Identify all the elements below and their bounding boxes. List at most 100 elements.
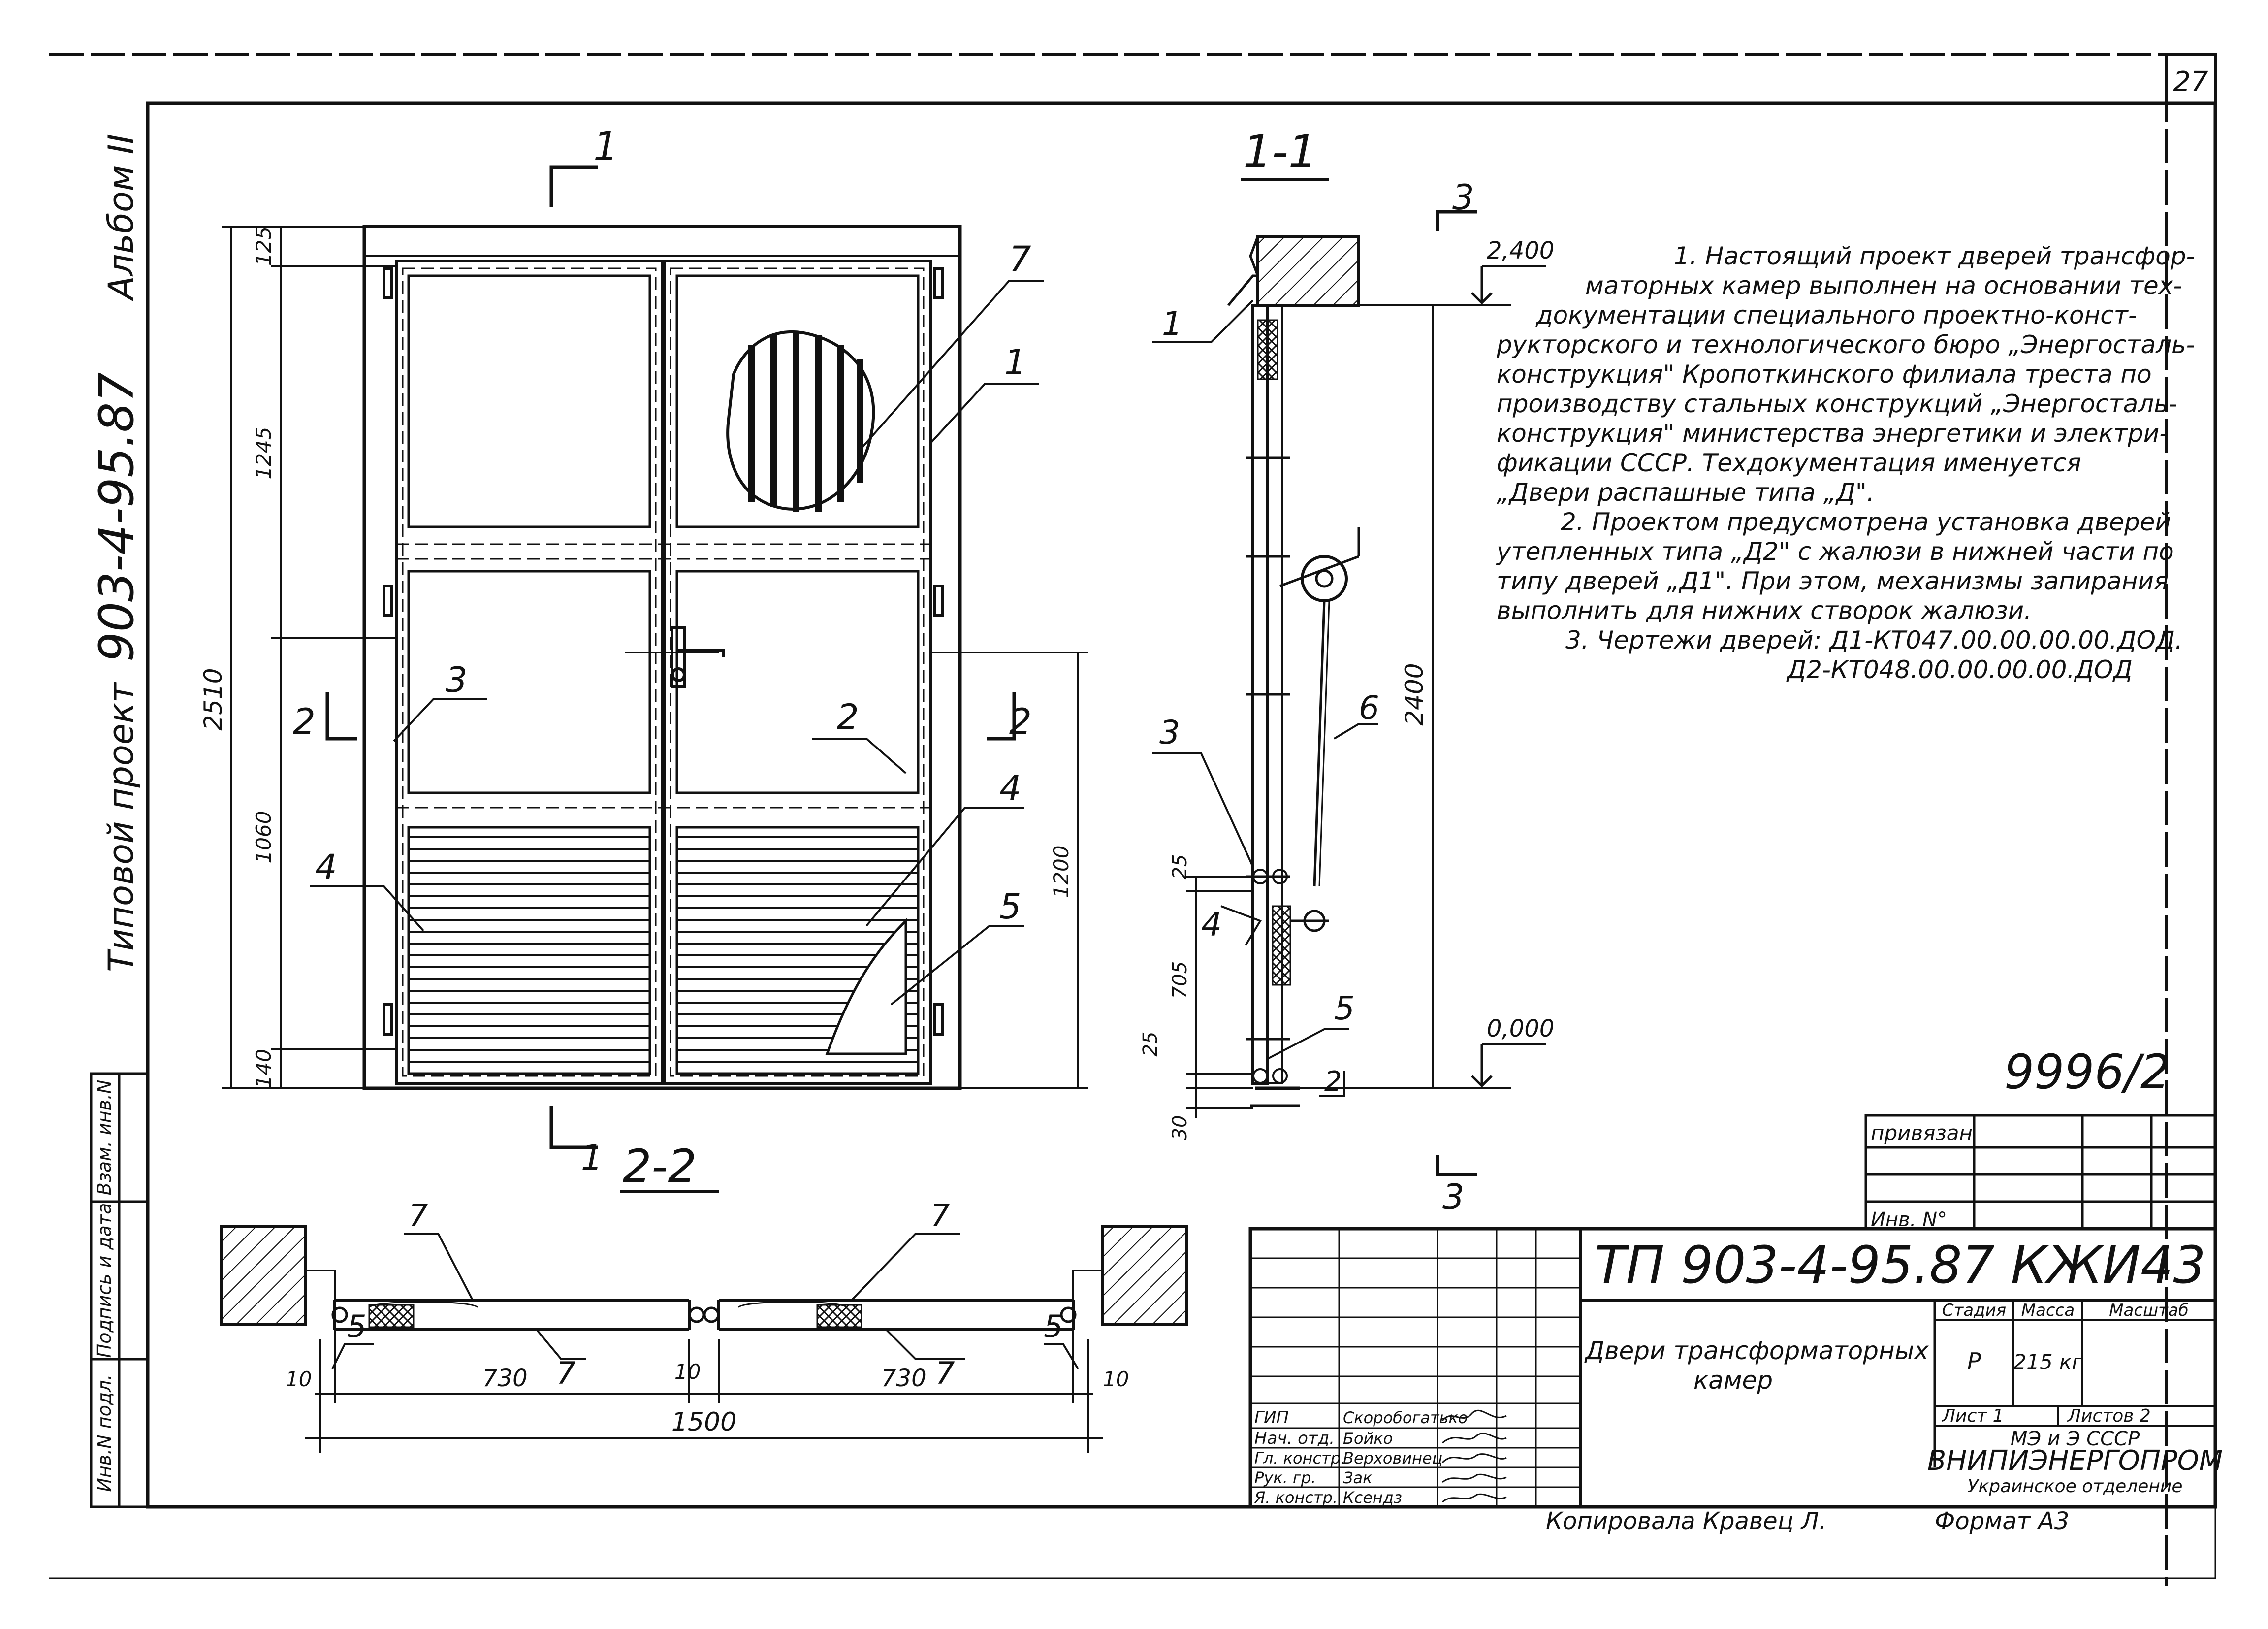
dim-upper: 1245 [252,427,276,480]
title-org3: Украинское отделение [1968,1476,2183,1497]
section-2-2-title: 2-2 [623,1140,697,1193]
callout-1: 1 [1004,342,1026,383]
title-sheets: Листов 2 [2067,1406,2151,1426]
title-name-line1: Двери трансформаторных [1584,1336,1929,1365]
plan-callout-5-left: 5 [347,1308,366,1344]
title-stage: Р [1967,1348,1981,1374]
note-1-line-1: 1. Настоящий проект дверей трансфор- [1674,242,2195,270]
elevation-dimensions [222,226,1088,1089]
note-1-line-8: фикации СССР. Техдокументация именуется [1497,449,2081,477]
cut-2-right: 2 [1009,701,1032,742]
callout-2: 2 [837,697,859,737]
callout-7: 7 [1009,239,1031,279]
dim-top: 125 [252,227,276,266]
title-code: ТП 903-4-95.87 КЖИ43 [1595,1235,2205,1295]
note-3-line-1: 3. Чертежи дверей: Д1-КТ047.00.00.00.00.… [1565,626,2183,654]
stamp-podpis: Подпись и дата [94,1203,115,1358]
dim-middle: 1060 [252,811,276,864]
stamp-vzam: Взам. инв.N [94,1080,115,1196]
section-1-1-title: 1-1 [1243,126,1317,178]
title-header-scale: Масштаб [2109,1301,2189,1320]
section-callout-6: 6 [1359,689,1379,727]
note-1-line-9: „Двери распашные типа „Д". [1497,478,1875,507]
cut-3-top: 3 [1452,177,1474,218]
side-project-label: Типовой проект [101,682,141,972]
stamp-inv-podl: Инв.N подл. [94,1374,115,1492]
note-1-line-7: конструкция" министерства энергетики и э… [1497,419,2169,448]
section-cut-2: 2 [1324,1066,1342,1098]
dim-bottom: 140 [252,1049,276,1088]
plan-dim-10c: 10 [1103,1367,1129,1391]
binding-privyazan: привязан [1871,1121,1973,1145]
section-1-1-drawing [1186,235,1546,1118]
section-dim-30: 30 [1169,1115,1191,1140]
section-callout-1: 1 [1162,305,1182,343]
plan-callout-7-a: 7 [409,1198,428,1234]
callout-5: 5 [999,886,1022,927]
handwritten-signatures [1441,1409,1507,1503]
level-top: 2,400 [1487,237,1554,264]
sheet-frame [49,53,2217,1586]
svg-text:Ксендз: Ксендз [1343,1488,1402,1507]
side-project-code: 903-4-95.87 [89,372,144,662]
note-1-line-5: конструкция" Кропоткинского филиала трес… [1497,360,2152,389]
level-zero: 0,000 [1487,1015,1554,1043]
callout-3: 3 [446,660,468,700]
elevation-leaders [310,280,1044,1006]
cut-2-left: 2 [293,701,316,742]
section-callout-4: 4 [1201,906,1222,944]
section-dim-25a: 25 [1169,854,1191,880]
note-3-line-2: Д2-КТ048.00.00.00.00.ДОД [1787,655,2133,684]
section-dim-705: 705 [1169,961,1191,999]
section-marks [325,165,1477,1176]
plan-leaders [331,1233,1079,1370]
note-1-line-4: рукторского и технологического бюро „Эне… [1497,330,2195,359]
title-header-mass: Масса [2021,1301,2075,1320]
sheet-format: Формат А3 [1935,1507,2069,1535]
note-2-line-4: выполнить для нижних створок жалюзи. [1497,596,2032,625]
title-name-line2: камер [1693,1366,1773,1395]
svg-text:Рук. гр.: Рук. гр. [1254,1468,1316,1487]
title-org1: МЭ и Э СССР [2011,1428,2140,1450]
note-1-line-3: документации специального проектно-конст… [1536,301,2137,329]
door-handle [625,626,725,688]
note-2-line-3: типу дверей „Д1". При этом, механизмы за… [1497,567,2169,595]
plan-drawing [220,1225,1188,1453]
plan-dim-10a: 10 [286,1367,312,1391]
section-callout-3: 3 [1159,714,1180,751]
section-leaders [1152,299,1378,1097]
plan-callout-5-right: 5 [1044,1308,1063,1344]
door-elevation [362,225,962,1090]
svg-text:ГИП: ГИП [1254,1408,1289,1428]
copied-by: Копировала Кравец Л. [1546,1507,1826,1535]
section-dim-height: 2400 [1400,663,1429,725]
section-callout-5: 5 [1334,989,1355,1027]
title-sheet: Лист 1 [1941,1406,2004,1426]
signature-names: Скоробогатько Бойко Верховинец Зак Ксенд… [1343,1408,1468,1507]
callout-4-right: 4 [999,768,1022,809]
plan-callout-7-b: 7 [556,1355,575,1391]
note-2-line-2: утепленных типа „Д2" с жалюзи в нижней ч… [1497,537,2174,566]
general-notes: 1. Настоящий проект дверей трансфор- мат… [1497,241,2195,684]
note-1-line-6: производству стальных конструкций „Энерг… [1497,390,2177,418]
signature-roles: ГИП Нач. отд. Гл. констр. Рук. гр. Я. ко… [1254,1408,1345,1507]
plan-callout-7-d: 7 [935,1355,955,1391]
dim-total-height: 2510 [199,668,227,730]
callout-4-left: 4 [315,847,337,887]
svg-text:Нач. отд.: Нач. отд. [1254,1429,1335,1448]
archive-number: 9996/2 [2004,1044,2171,1100]
local-view-7-bars [748,332,863,512]
note-1-line-2: маторных камер выполнен на основании тех… [1585,271,2182,300]
svg-text:Верховинец: Верховинец [1343,1449,1443,1467]
section-dim-25b: 25 [1139,1032,1162,1057]
title-org2: ВНИПИЭНЕРГОПРОМ [1927,1445,2223,1477]
plan-dim-730b: 730 [881,1365,926,1392]
cut-1-bottom: 1 [581,1138,603,1178]
cut-3-bottom: 3 [1442,1177,1465,1217]
note-2-line-1: 2. Проектом предусмотрена установка двер… [1561,508,2171,536]
dim-right: 1200 [1049,846,1073,898]
title-mass: 215 кг [2013,1350,2083,1374]
svg-text:Гл. констр.: Гл. констр. [1254,1449,1345,1467]
title-header-stage: Стадия [1942,1301,2006,1320]
